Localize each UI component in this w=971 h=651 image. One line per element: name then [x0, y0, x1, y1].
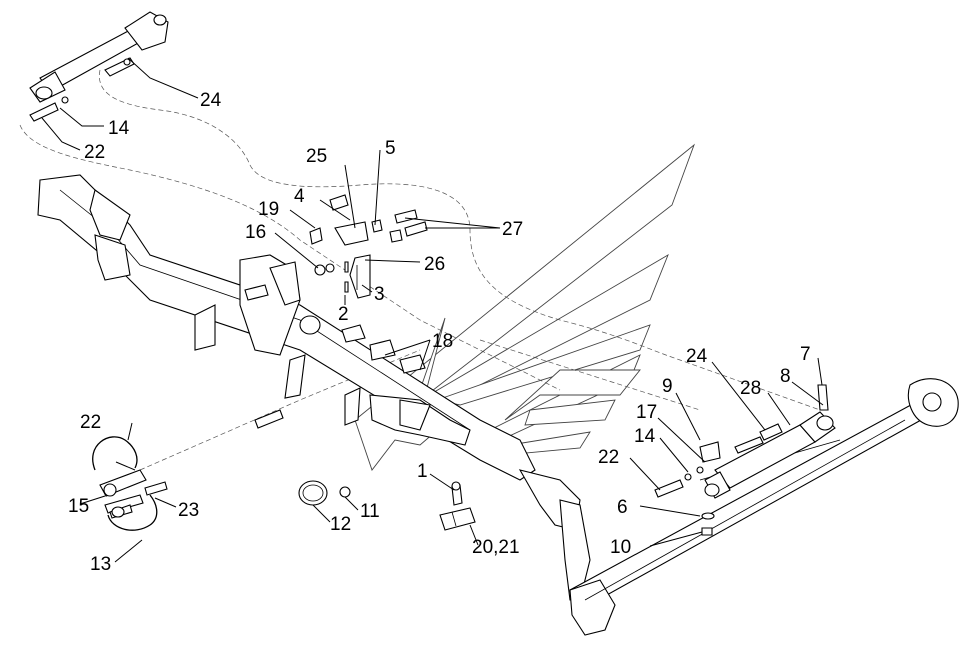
callout-5: 5 — [385, 138, 396, 159]
callout-2: 2 — [338, 304, 349, 325]
right-arm — [569, 378, 959, 636]
callout-7: 7 — [800, 344, 811, 365]
callout-13: 13 — [90, 554, 111, 575]
main-frame — [37, 174, 591, 601]
callout-27: 27 — [502, 219, 523, 240]
callout-25: 25 — [306, 146, 327, 167]
callout-22-bottom: 22 — [80, 412, 101, 433]
callout-20-21: 20,21 — [472, 537, 520, 558]
callout-23: 23 — [178, 500, 199, 521]
leader-lines — [41, 57, 824, 563]
callout-17: 17 — [636, 402, 657, 423]
callout-12: 12 — [330, 514, 351, 535]
callout-10: 10 — [610, 537, 631, 558]
right-cylinder — [654, 384, 836, 536]
center-hardware — [244, 194, 428, 429]
callout-8: 8 — [780, 366, 791, 387]
callout-18: 18 — [432, 331, 453, 352]
top-left-cylinder — [29, 11, 169, 122]
callout-labels: 24 14 22 25 5 4 19 16 27 26 3 2 18 24 7 … — [68, 90, 811, 575]
callout-4: 4 — [294, 186, 305, 207]
callout-24-right: 24 — [686, 346, 708, 367]
callout-11: 11 — [360, 501, 380, 522]
callout-15: 15 — [68, 496, 89, 517]
callout-9: 9 — [662, 376, 673, 397]
callout-14-top: 14 — [108, 118, 130, 139]
callout-1: 1 — [417, 461, 428, 482]
callout-16: 16 — [245, 222, 266, 243]
callout-28: 28 — [740, 378, 761, 399]
callout-24-top: 24 — [200, 90, 222, 111]
callout-6: 6 — [617, 497, 628, 518]
callout-14-right: 14 — [634, 426, 656, 447]
coupling-fittings — [92, 436, 168, 531]
callout-19: 19 — [258, 199, 279, 220]
loose-parts — [298, 480, 476, 531]
callout-22-top: 22 — [84, 142, 105, 163]
hose-routing — [19, 69, 821, 471]
callout-26: 26 — [424, 254, 445, 275]
callout-3: 3 — [374, 284, 385, 305]
callout-22-right: 22 — [598, 447, 619, 468]
